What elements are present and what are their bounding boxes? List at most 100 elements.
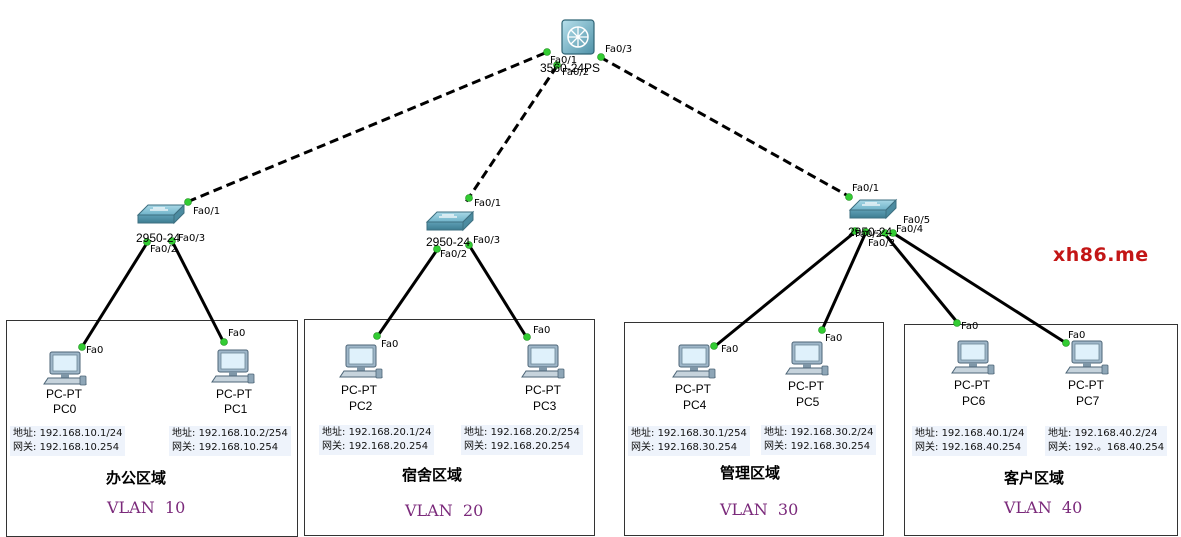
pc-5-name: PC5 — [796, 395, 820, 409]
pc-5-gw: 192.168.30.254 — [790, 441, 871, 452]
pc-2-gw: 192.168.20.254 — [348, 441, 429, 452]
pc-6-gw: 192.168.40.254 — [941, 442, 1022, 453]
link-sw3-pc5 — [820, 231, 868, 331]
link-sw3-pc7 — [892, 231, 1067, 345]
pc-3-addr: 192.168.20.2/254 — [490, 427, 580, 438]
vlan-label-office: VLAN 10 — [107, 498, 186, 517]
access-switch-3[interactable]: 2950-24 — [848, 199, 897, 239]
pc-1-type: PC-PT — [216, 387, 253, 401]
pc-1[interactable]: PC-PT PC1 — [211, 349, 255, 416]
access-switch-2-label: 2950-24 — [426, 235, 470, 249]
pc-4-addr-label: 地址: — [631, 428, 655, 439]
uplinks — [186, 51, 851, 204]
pc-7-addr-label: 地址: — [1048, 428, 1072, 439]
pc-7[interactable]: PC-PT PC7 — [1065, 340, 1109, 408]
pc-0-addr: 192.168.10.1/24 — [39, 428, 123, 439]
port-labels: Fa0/1 Fa0/2 Fa0/3 Fa0/1 Fa0/3 Fa0/2 Fa0/… — [86, 44, 1085, 356]
link-dots — [78, 48, 1070, 351]
pc-2[interactable]: PC-PT PC2 — [339, 344, 383, 413]
pc-7-info: 地址: 192.168.40.2/24 网关: 192.。168.40.254 — [1045, 426, 1168, 456]
port-sw3-fa02: Fa0/2 — [855, 229, 882, 240]
port-sw1-fa01: Fa0/1 — [193, 206, 220, 217]
link-core-sw3 — [599, 55, 851, 199]
pc-7-addr: 192.168.40.2/24 — [1074, 428, 1158, 439]
core-switch[interactable]: 3560-24PS — [540, 19, 600, 75]
vlan-label-management: VLAN 30 — [720, 500, 799, 519]
pc-4-type: PC-PT — [675, 382, 712, 396]
port-pc1-fa0: Fa0 — [228, 328, 245, 339]
access-switch-2[interactable]: 2950-24 — [426, 211, 474, 249]
port-pc0-fa0: Fa0 — [86, 345, 103, 356]
pc-6-name: PC6 — [962, 394, 986, 408]
pc-2-addr-label: 地址: — [322, 427, 346, 438]
pc-4-addr: 192.168.30.1/254 — [657, 428, 747, 439]
vlan-label-dorm: VLAN 20 — [405, 501, 484, 520]
pc-6-type: PC-PT — [954, 378, 991, 392]
pc-4-info: 地址: 192.168.30.1/254 网关: 192.168.30.254 — [628, 426, 750, 456]
area-title-customer: 客户区域 — [1004, 469, 1065, 487]
pc-5-type: PC-PT — [788, 379, 825, 393]
area-title-dorm: 宿舍区域 — [402, 466, 463, 484]
pc-7-name: PC7 — [1076, 394, 1100, 408]
port-sw2-fa03: Fa0/3 — [473, 235, 500, 246]
pc-0-gw-label: 网关: — [13, 442, 37, 453]
pc-0-type: PC-PT — [46, 387, 83, 401]
pc-0-gw: 192.168.10.254 — [39, 442, 120, 453]
pc-1-gw-label: 网关: — [172, 442, 196, 453]
pc-5[interactable]: PC-PT PC5 — [785, 341, 829, 409]
link-core-sw1 — [186, 51, 546, 204]
pc-3-addr-label: 地址: — [464, 427, 488, 438]
pc-3-info: 地址: 192.168.20.2/254 网关: 192.168.20.254 — [461, 425, 583, 455]
pc-6[interactable]: PC-PT PC6 — [951, 340, 995, 408]
pc-1-gw: 192.168.10.254 — [198, 442, 279, 453]
port-core-fa02: Fa0/2 — [562, 67, 589, 78]
downlinks — [80, 230, 1067, 349]
pc-6-addr: 192.168.40.1/24 — [941, 428, 1025, 439]
pc-3-name: PC3 — [533, 399, 557, 413]
pc-0-name: PC0 — [53, 402, 77, 416]
pc-2-type: PC-PT — [341, 383, 378, 397]
pc-5-info: 地址: 192.168.30.2/24 网关: 192.168.30.254 — [761, 425, 877, 455]
pc-4-gw: 192.168.30.254 — [657, 442, 738, 453]
pc-7-gw-label: 网关: — [1048, 442, 1072, 453]
pc-6-addr-label: 地址: — [915, 428, 939, 439]
pc-3[interactable]: PC-PT PC3 — [521, 344, 565, 413]
pc-2-info: 地址: 192.168.20.1/24 网关: 192.168.20.254 — [319, 425, 435, 455]
area-title-office: 办公区域 — [106, 469, 167, 487]
vlan-label-customer: VLAN 40 — [1004, 498, 1083, 517]
port-sw3-fa03: Fa0/3 — [868, 238, 895, 249]
port-core-fa03: Fa0/3 — [605, 44, 632, 55]
access-switch-3-label: 2950-24 — [848, 225, 892, 239]
port-core-fa01: Fa0/1 — [550, 55, 577, 66]
port-pc4-fa0: Fa0 — [721, 344, 738, 355]
pc-4-gw-label: 网关: — [631, 442, 655, 453]
access-switch-1[interactable]: 2950-24 — [136, 204, 185, 245]
pc-7-gw: 192.。168.40.254 — [1074, 442, 1165, 453]
pc-3-type: PC-PT — [525, 383, 562, 397]
pc-1-name: PC1 — [224, 402, 248, 416]
pc-6-gw-label: 网关: — [915, 442, 939, 453]
area-title-management: 管理区域 — [720, 464, 781, 482]
core-switch-label: 3560-24PS — [540, 61, 600, 75]
port-sw3-fa01: Fa0/1 — [852, 183, 879, 194]
pc-0[interactable]: PC-PT PC0 — [43, 351, 87, 416]
link-sw3-pc6 — [882, 232, 959, 323]
pc-0-addr-label: 地址: — [13, 428, 37, 439]
pc-1-addr-label: 地址: — [172, 428, 196, 439]
port-sw2-fa02: Fa0/2 — [440, 249, 467, 260]
pc-6-info: 地址: 192.168.40.1/24 网关: 192.168.40.254 — [912, 426, 1028, 456]
pc-2-name: PC2 — [349, 399, 373, 413]
pc-2-addr: 192.168.20.1/24 — [348, 427, 432, 438]
pc-4[interactable]: PC-PT PC4 — [672, 344, 716, 412]
port-pc6-fa0: Fa0 — [961, 321, 978, 332]
link-sw3-pc4 — [713, 230, 856, 349]
pc-5-addr: 192.168.30.2/24 — [790, 427, 874, 438]
pc-4-name: PC4 — [683, 398, 707, 412]
port-pc2-fa0: Fa0 — [381, 339, 398, 350]
link-sw2-pc3 — [467, 244, 529, 339]
port-sw2-fa01: Fa0/1 — [474, 198, 501, 209]
port-sw1-fa02: Fa0/2 — [150, 244, 177, 255]
pc-5-addr-label: 地址: — [764, 427, 788, 438]
pc-7-type: PC-PT — [1068, 378, 1105, 392]
